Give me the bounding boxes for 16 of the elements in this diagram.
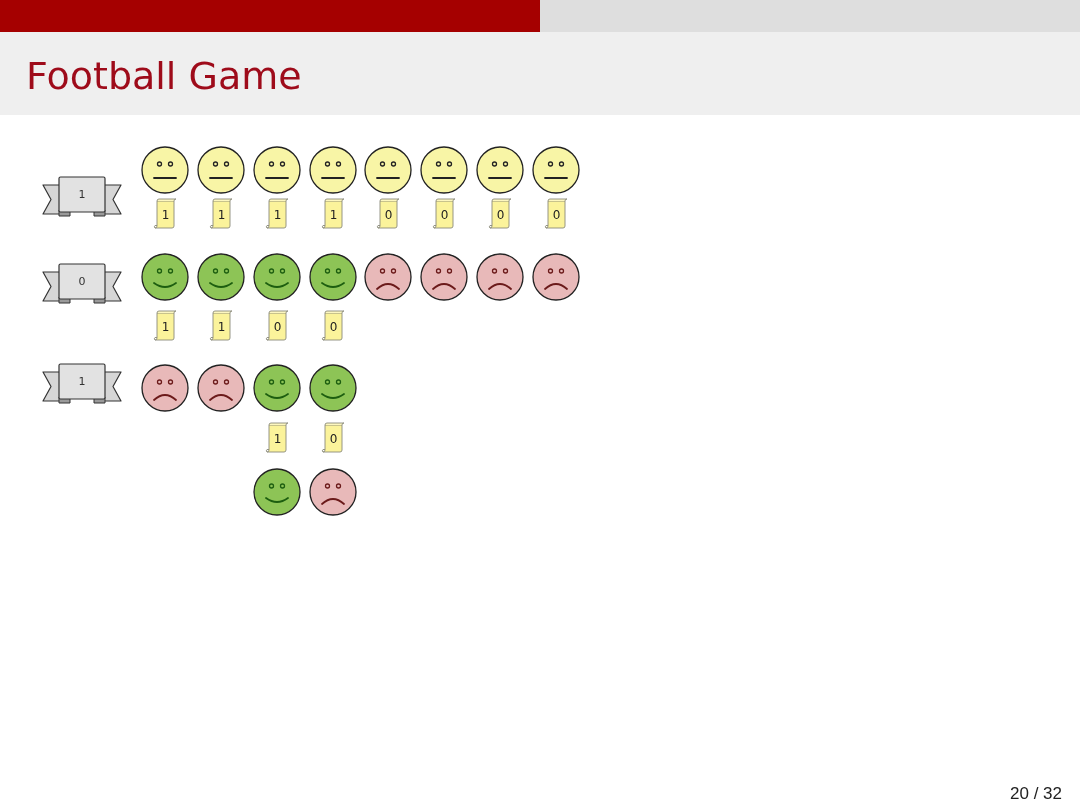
scroll-tag: 0 <box>321 310 345 341</box>
scroll-tag: 0 <box>265 310 289 341</box>
scroll-tag: 0 <box>432 198 456 229</box>
scroll-tag: 0 <box>488 198 512 229</box>
scroll-tag: 1 <box>265 198 289 229</box>
scroll-tag: 1 <box>209 198 233 229</box>
slide-title: Football Game <box>26 54 302 98</box>
scroll-tag: 1 <box>153 310 177 341</box>
scroll-tag: 1 <box>321 198 345 229</box>
scroll-tag: 0 <box>544 198 568 229</box>
scroll-tag: 1 <box>265 422 289 453</box>
scroll-tag: 0 <box>376 198 400 229</box>
scroll-tag: 0 <box>321 422 345 453</box>
page-number: 20 / 32 <box>1010 784 1062 804</box>
scroll-tag: 1 <box>153 198 177 229</box>
scroll-tag: 1 <box>209 310 233 341</box>
